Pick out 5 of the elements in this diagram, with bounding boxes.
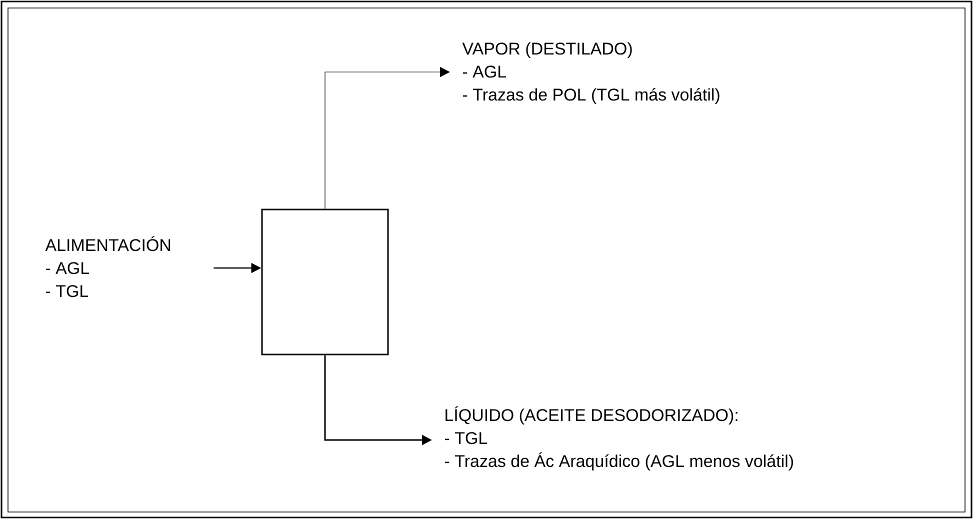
stream-label: ALIMENTACIÓN - AGL - TGL [45,236,170,298]
stream-label: VAPOR (DESTILADO) - AGL - Trazas de POL (TGL más volátil) [462,42,720,104]
stream-label: LÍQUIDO (ACEITE DESODORIZADO): - TGL - Trazas de Ác Araquídico (AGL menos volátil) [444,406,793,470]
process-box [261,208,389,356]
arrow [324,66,450,210]
